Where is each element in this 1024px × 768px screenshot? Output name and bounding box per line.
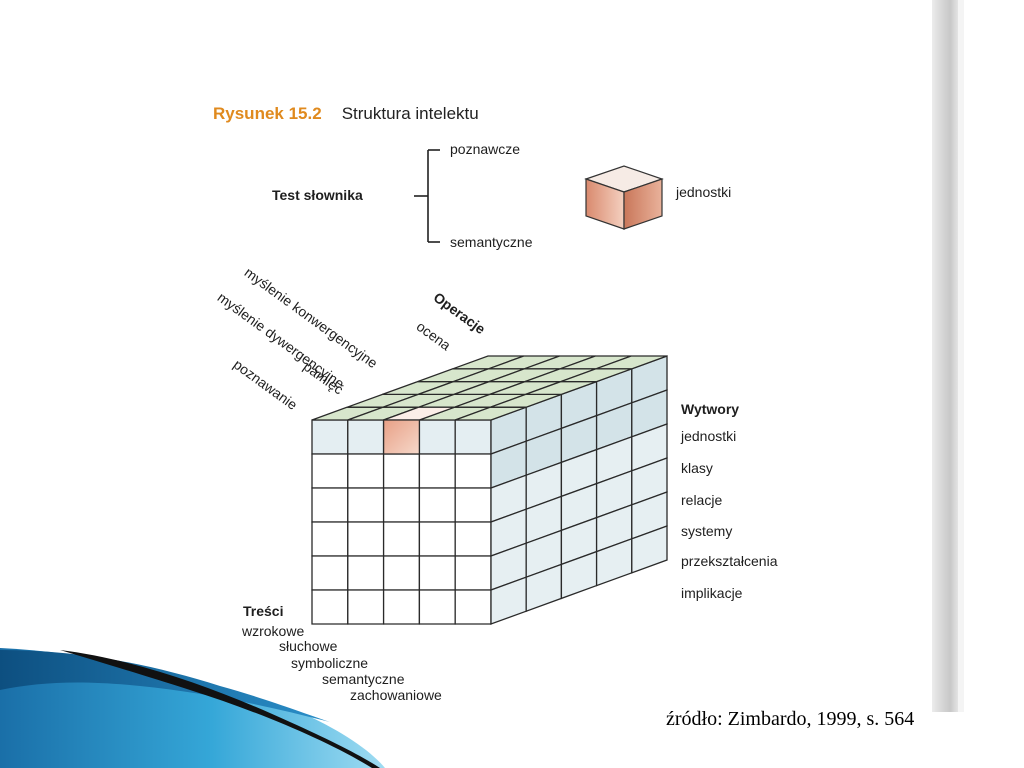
cube-front-cell [418,555,456,591]
cube-top-face [311,355,668,455]
cube-front-cell [454,521,492,557]
bracket [414,149,440,243]
cube-front-cell [454,453,492,489]
cube-front-cell [347,419,385,455]
cube-front-cell [347,521,385,557]
cube-front-cell [347,487,385,523]
cube-front-cell [347,555,385,591]
swoosh-dark [0,650,330,722]
cube-front-cell [382,521,421,557]
test-lower-label: semantyczne [450,234,533,250]
tresci-item-semantyczne: semantyczne [322,671,405,687]
unit-cube-label: jednostki [676,184,732,200]
cube-front-cell [418,487,456,523]
cube-front-cell [454,589,492,625]
cube-front-cell [347,453,385,489]
cube-front-cell [418,419,456,455]
figure-number: Rysunek 15.2 [213,104,322,123]
test-upper-label: poznawcze [450,141,521,157]
tresci-item-zachowaniowe: zachowaniowe [350,687,442,703]
cube-front-cell [382,589,421,625]
wytwory-item-przeksztalcenia: przekształcenia [681,553,778,569]
cube-front-cell [382,555,421,591]
cube-front-cell [418,521,456,557]
cube-front-cell [311,487,349,523]
page-edge-shadow [932,0,958,712]
cube-front-cell [382,487,421,523]
cube-front-face [311,419,492,625]
wytwory-heading: Wytwory [681,401,740,417]
cube-front-cell [311,453,349,489]
wytwory-item-relacje: relacje [681,492,723,508]
test-label: Test słownika [272,187,363,203]
figure-title-text: Struktura intelektu [341,104,479,123]
tresci-item-wzrokowe: wzrokowe [242,623,305,639]
cube-front-cell [454,555,492,591]
cube-front-cell [418,453,456,489]
figure-title: Rysunek 15.2 Struktura intelektu [213,104,479,124]
cube-front-cell [454,419,492,455]
cube-front-cell [454,487,492,523]
wytwory-item-jednostki: jednostki [681,428,737,444]
cube-front-cell [347,589,385,625]
highlight-cube-front [382,419,421,455]
wytwory-item-systemy: systemy [681,523,733,539]
cube-right-face [490,355,668,625]
cube-right-cell [631,525,668,574]
cube-front-cell [311,419,349,455]
tresci-item-symboliczne: symboliczne [291,655,369,671]
cube-front-cell [311,521,349,557]
source-citation: źródło: Zimbardo, 1999, s. 564 [666,708,915,730]
wytwory-item-klasy: klasy [681,460,713,476]
tresci-item-sluchowe: słuchowe [279,638,338,654]
tresci-heading: Treści [243,603,284,619]
page-edge-highlight [958,0,964,712]
cube-front-cell [418,589,456,625]
unit-cube-icon [584,165,664,230]
cube-top-cell [595,355,668,370]
cube-front-cell [311,555,349,591]
cube-front-cell [311,589,349,625]
cube-front-cell [382,453,421,489]
wytwory-item-implikacje: implikacje [681,585,743,601]
